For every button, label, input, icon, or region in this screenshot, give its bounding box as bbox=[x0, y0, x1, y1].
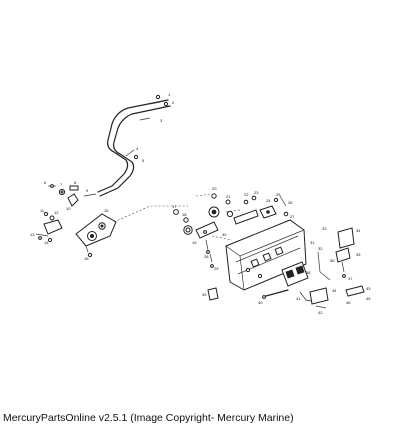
callout-labels: 1 2 3 4 5 6 7 8 9 10 11 12 13 14 15 16 1… bbox=[30, 92, 371, 315]
callout: 18 bbox=[182, 212, 187, 217]
callout: 37 bbox=[348, 276, 353, 281]
callout: 46 bbox=[346, 300, 351, 305]
callout: 43 bbox=[366, 286, 371, 291]
callout: 30 bbox=[222, 232, 227, 237]
callout: 41 bbox=[296, 296, 301, 301]
callout: 33 bbox=[322, 226, 327, 231]
switch-bracket bbox=[259, 195, 289, 219]
exploded-parts-diagram: 1 2 3 4 5 6 7 8 9 10 11 12 13 14 15 16 1… bbox=[30, 92, 371, 315]
callout: 21 bbox=[226, 194, 231, 199]
callout: 7 bbox=[60, 182, 63, 187]
control-housing bbox=[225, 219, 307, 291]
callout: 34 bbox=[356, 228, 361, 233]
callout: 9 bbox=[86, 188, 89, 193]
callout: 11 bbox=[40, 208, 45, 213]
callout: 40 bbox=[258, 300, 263, 305]
callout: 19 bbox=[192, 240, 197, 245]
callout: 3 bbox=[160, 118, 163, 123]
face-panel bbox=[281, 261, 309, 287]
callout: 29 bbox=[214, 266, 219, 271]
leader-lines bbox=[113, 193, 241, 241]
callout: 23 bbox=[254, 190, 259, 195]
callout: 22 bbox=[244, 192, 249, 197]
far-right-parts bbox=[315, 227, 365, 309]
callout: 4 bbox=[136, 146, 139, 151]
callout: 24 bbox=[266, 198, 271, 203]
callout: 14 bbox=[44, 240, 49, 245]
callout: 16 bbox=[84, 256, 89, 261]
callout: 26 bbox=[288, 200, 293, 205]
callout: 36 bbox=[330, 258, 335, 263]
callout: 10 bbox=[66, 206, 71, 211]
callout: 44 bbox=[332, 288, 337, 293]
callout: 8 bbox=[74, 180, 77, 185]
callout: 13 bbox=[30, 232, 35, 237]
callout: 42 bbox=[318, 310, 323, 315]
callout: 25 bbox=[276, 192, 281, 197]
lower-parts bbox=[207, 287, 329, 305]
callout: 12 bbox=[54, 210, 59, 215]
callout: 27 bbox=[290, 214, 295, 219]
callout: 15 bbox=[104, 208, 109, 213]
control-cables bbox=[97, 94, 171, 197]
callout: 17 bbox=[172, 204, 177, 209]
callout: 38 bbox=[306, 270, 311, 275]
callout: 32 bbox=[318, 246, 323, 251]
middle-parts bbox=[173, 193, 259, 268]
callout: 6 bbox=[44, 180, 47, 185]
left-hardware bbox=[35, 184, 97, 243]
callout: 1 bbox=[168, 92, 171, 97]
callout: 28 bbox=[204, 254, 209, 259]
callout: 5 bbox=[142, 158, 145, 163]
callout: 35 bbox=[356, 252, 361, 257]
image-caption: MercuryPartsOnline v2.5.1 (Image Copyrig… bbox=[3, 412, 294, 424]
callout: 45 bbox=[366, 296, 371, 301]
callout: 2 bbox=[172, 100, 175, 105]
callout: 39 bbox=[202, 292, 207, 297]
callout: 31 bbox=[310, 240, 315, 245]
callout: 20 bbox=[212, 186, 217, 191]
control-gear-plate bbox=[75, 213, 117, 258]
